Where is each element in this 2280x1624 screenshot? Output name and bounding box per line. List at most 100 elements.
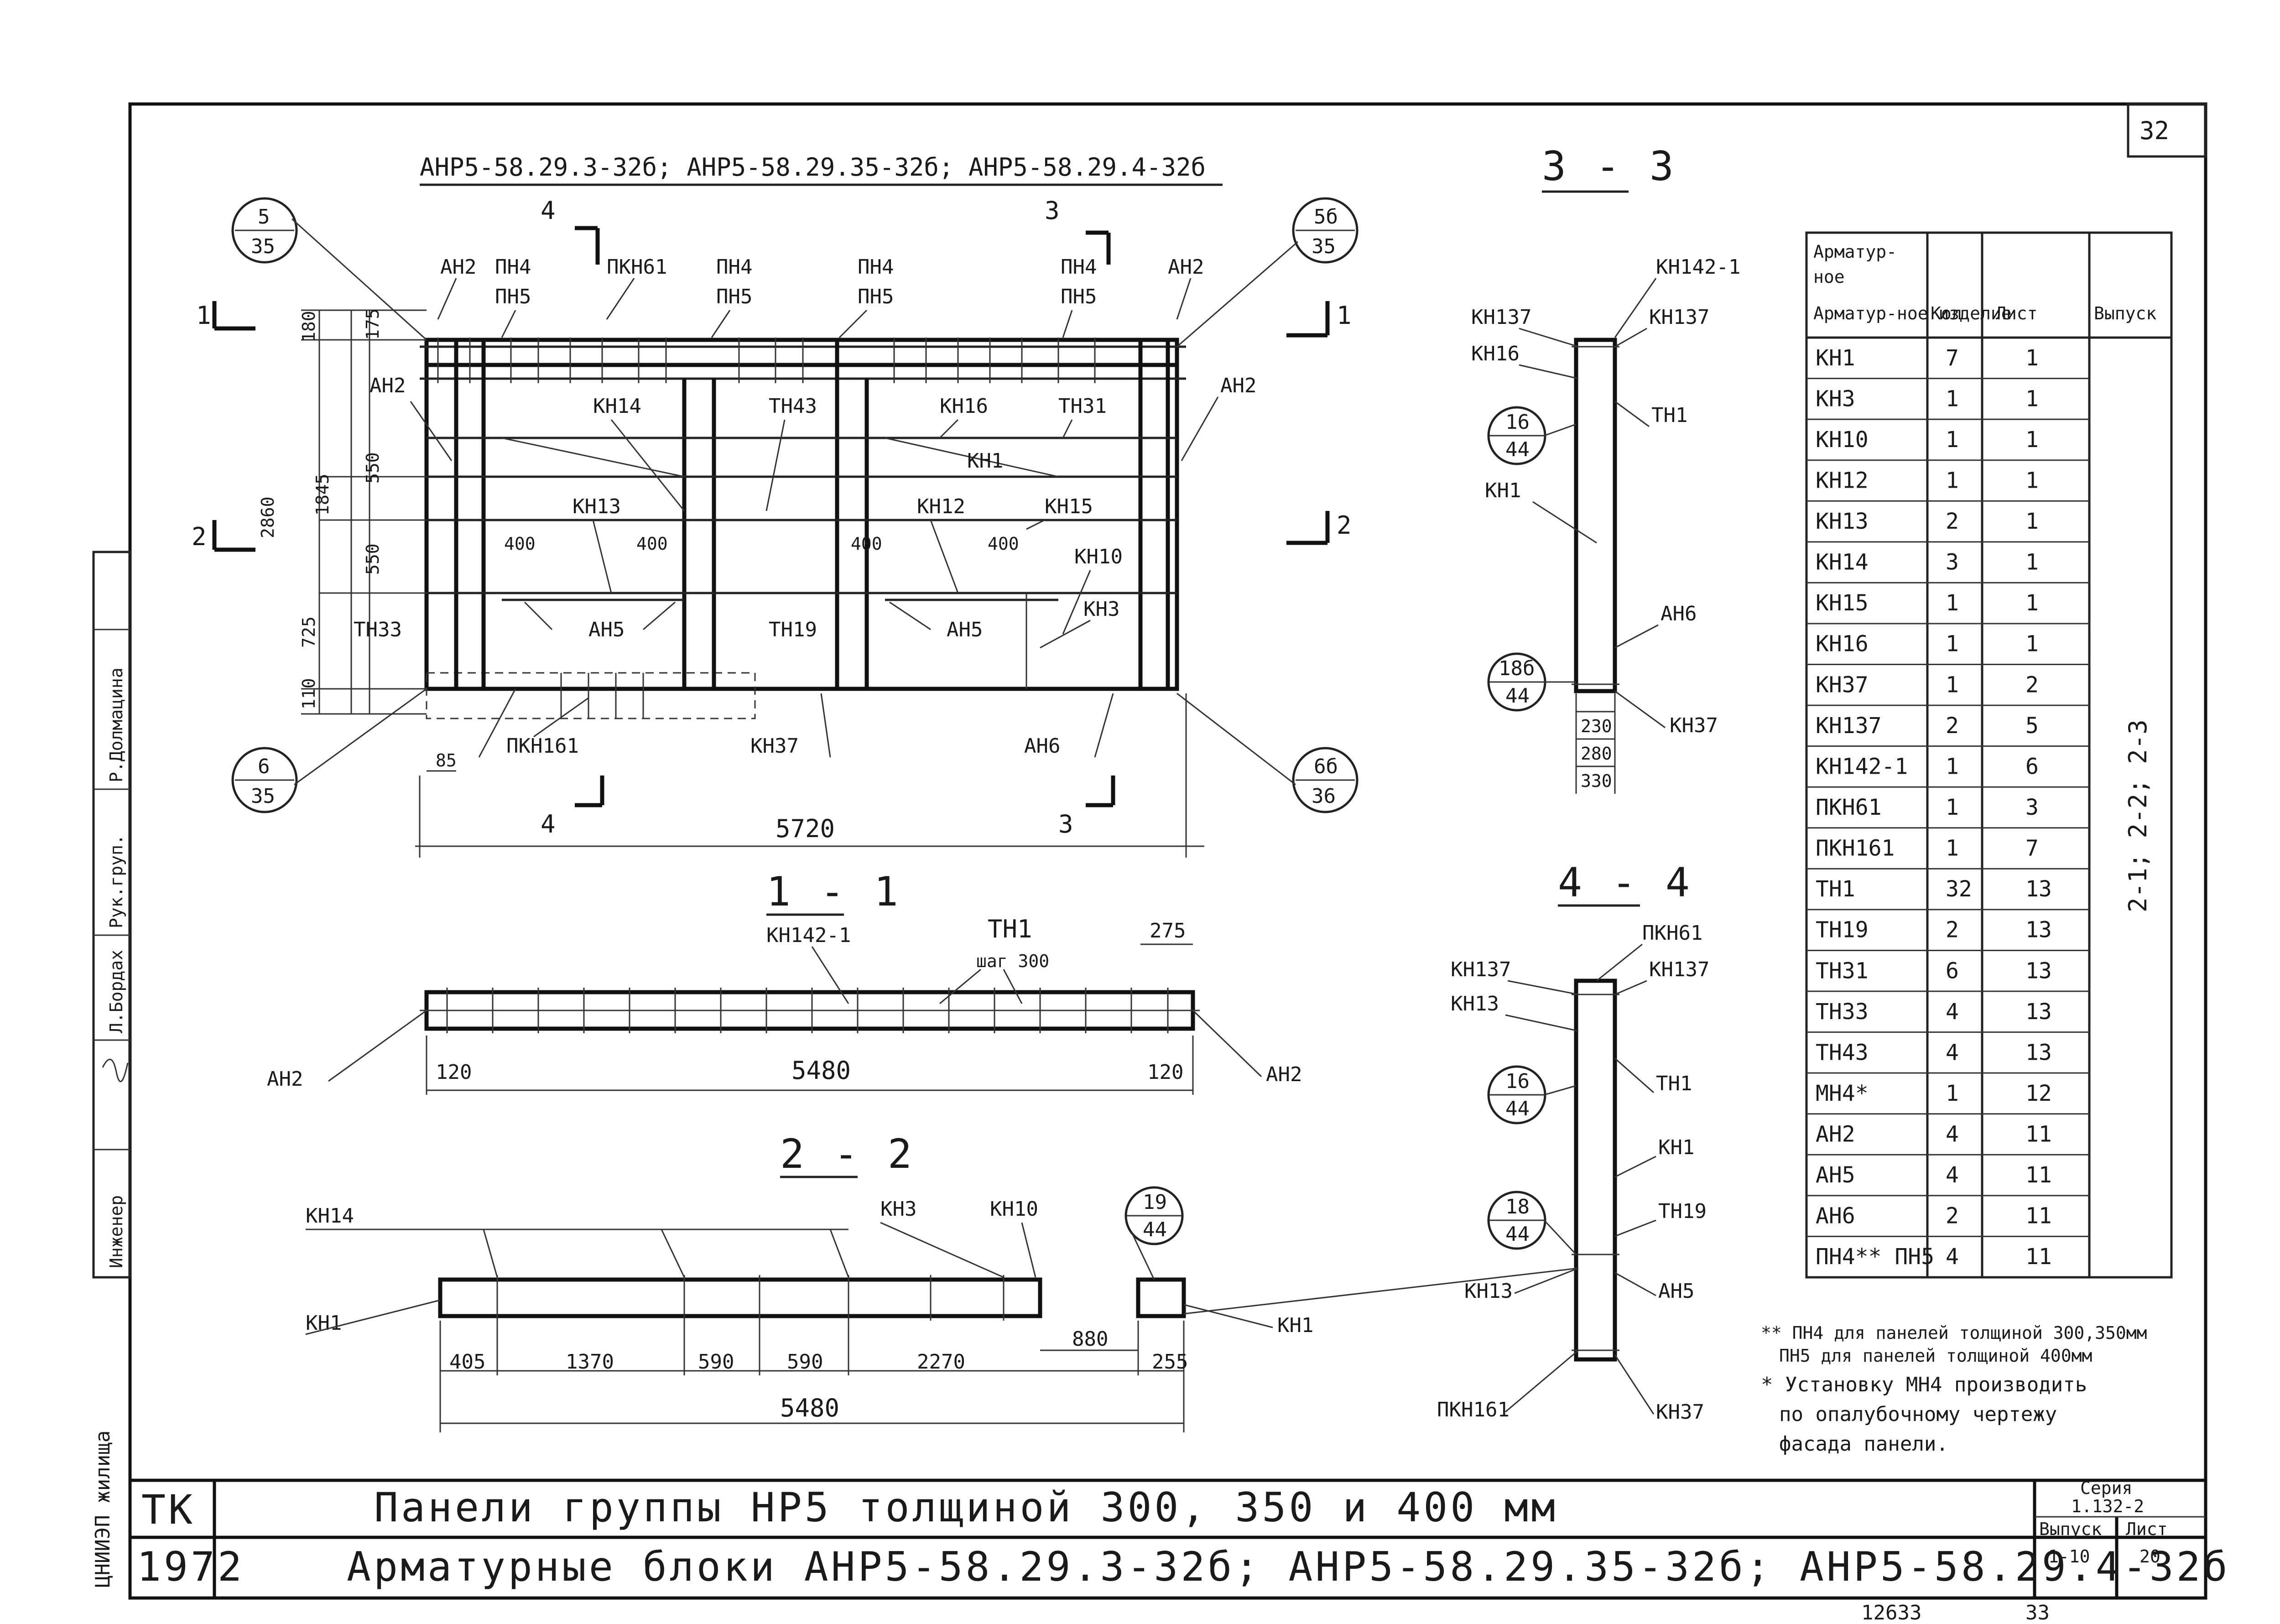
svg-text:44: 44 <box>1505 1223 1530 1246</box>
svg-text:1: 1 <box>196 301 211 330</box>
table-cell-qty: 2 <box>1946 917 1959 943</box>
table-cell-sheet: 1 <box>2025 468 2039 493</box>
svg-text:880: 880 <box>1072 1327 1108 1351</box>
elevation-view <box>420 338 1186 719</box>
table-cell-qty: 1 <box>1946 795 1959 820</box>
dim-550b: 550 <box>363 543 383 575</box>
table-cell-sheet: 7 <box>2025 836 2039 861</box>
note-3: * Установку МН4 производить <box>1761 1373 2087 1396</box>
table-cell-sheet: 1 <box>2025 386 2039 411</box>
table-cell-qty: 1 <box>1946 427 1959 453</box>
th-item-1: Арматур- <box>1813 242 1897 262</box>
dim-400d: 400 <box>988 534 1019 554</box>
tb-line1: Панели группы НР5 толщиной 300, 350 и 40… <box>374 1484 1558 1531</box>
dim-175: 175 <box>363 308 383 340</box>
table-cell-item: ТН1 <box>1816 876 1855 902</box>
table-cell-qty: 1 <box>1946 631 1959 657</box>
section-2-2-drawing: КН14 КН3 КН10 КН1 КН1 880 405 1370 590 5… <box>305 1186 1313 1432</box>
title-block: ТК 1972 Панели группы НР5 толщиной 300, … <box>137 1478 2228 1590</box>
svg-text:590: 590 <box>698 1350 734 1374</box>
svg-text:5: 5 <box>258 205 270 229</box>
table-cell-item: КН3 <box>1816 386 1855 411</box>
svg-text:18: 18 <box>1505 1195 1530 1218</box>
table-cell-sheet: 1 <box>2025 550 2039 575</box>
stamp-name-2: Р.Долмацина <box>106 667 126 782</box>
svg-text:АН2: АН2 <box>1266 1063 1302 1086</box>
label-tn31: ТН31 <box>1058 395 1107 418</box>
table-cell-qty: 1 <box>1946 1081 1959 1106</box>
label-ah2-d: АН2 <box>1220 374 1256 397</box>
dim-550a: 550 <box>363 452 383 484</box>
table-cell-item: ТН19 <box>1816 917 1869 943</box>
svg-text:120: 120 <box>436 1061 472 1084</box>
svg-text:2270: 2270 <box>917 1350 965 1374</box>
th-item-3: Арматур-ное изделие <box>1813 303 2012 323</box>
table-cell-sheet: 11 <box>2025 1203 2052 1229</box>
th-issue: Выпуск <box>2094 303 2156 323</box>
th-item-2: ное <box>1813 267 1845 287</box>
notes: ** ПН4 для панелей толщиной 300,350мм ПН… <box>1761 1323 2147 1456</box>
dim-400c: 400 <box>851 534 882 554</box>
svg-text:КН14: КН14 <box>306 1204 354 1228</box>
table-cell-qty: 2 <box>1946 1203 1959 1229</box>
table-cell-sheet: 2 <box>2025 672 2039 697</box>
note-1: ** ПН4 для панелей толщиной 300,350мм <box>1761 1323 2147 1343</box>
svg-text:590: 590 <box>787 1350 823 1374</box>
table-cell-item: ТН43 <box>1816 1040 1869 1065</box>
tb-code: ТК <box>141 1486 195 1533</box>
callout-5-35: 5 35 <box>231 197 427 341</box>
table-cell-sheet: 1 <box>2025 427 2039 453</box>
callout-5b-35: 5б 35 <box>1176 197 1359 348</box>
svg-text:35: 35 <box>1312 235 1336 258</box>
label-kn13: КН13 <box>573 495 621 518</box>
callout-6b-36: 6б 36 <box>1176 692 1359 813</box>
table-cell-qty: 4 <box>1946 1244 1959 1270</box>
table-cell-qty: 6 <box>1946 958 1959 984</box>
svg-text:КН37: КН37 <box>1656 1400 1704 1424</box>
th-sheet: Лист <box>1996 303 2038 323</box>
svg-text:44: 44 <box>1505 684 1530 708</box>
table-cell-qty: 2 <box>1946 713 1959 739</box>
table-cell-item: КН137 <box>1816 713 1882 739</box>
cut-markers: 1 1 2 2 4 3 4 3 <box>192 196 1352 838</box>
svg-text:36: 36 <box>1312 785 1336 808</box>
svg-text:255: 255 <box>1152 1350 1188 1374</box>
dim-1845: 1845 <box>312 474 333 515</box>
svg-text:19: 19 <box>1143 1191 1167 1214</box>
table-cell-qty: 1 <box>1946 672 1959 697</box>
table-cell-qty: 2 <box>1946 509 1959 534</box>
section-1-1-title: 1 - 1 <box>766 868 901 915</box>
table-cell-item: МН4* <box>1816 1081 1869 1106</box>
svg-text:35: 35 <box>251 235 275 258</box>
dim-400b: 400 <box>636 534 668 554</box>
label-kn15: КН15 <box>1045 495 1093 518</box>
svg-text:ТН1: ТН1 <box>988 915 1032 943</box>
section-4-4-title: 4 - 4 <box>1558 859 1692 906</box>
table-cell-sheet: 11 <box>2025 1162 2052 1188</box>
dim-725: 725 <box>299 616 319 648</box>
svg-text:ТН1: ТН1 <box>1656 1072 1692 1095</box>
tb-seria: 1.132-2 <box>2071 1496 2144 1516</box>
svg-text:18б: 18б <box>1499 657 1535 680</box>
svg-text:1370: 1370 <box>566 1350 614 1374</box>
svg-text:44: 44 <box>1505 438 1530 461</box>
table-cell-qty: 1 <box>1946 836 1959 861</box>
callout-6-35: 6 35 <box>231 688 427 813</box>
table-cell-sheet: 13 <box>2025 917 2052 943</box>
table-cell-item: КН12 <box>1816 468 1869 493</box>
svg-text:ПКН61: ПКН61 <box>1642 921 1702 945</box>
footer-number-1: 12633 <box>1861 1601 1921 1624</box>
svg-text:1: 1 <box>1337 301 1352 330</box>
svg-text:КН16: КН16 <box>1471 342 1520 365</box>
stamp-role-3: Рук.груп. <box>106 834 126 928</box>
label-ph5-a: ПН5 <box>495 285 531 308</box>
label-ph4-a: ПН4 <box>495 255 531 279</box>
svg-text:КН3: КН3 <box>880 1197 916 1221</box>
table-cell-qty: 1 <box>1946 754 1959 779</box>
table-cell-qty: 1 <box>1946 468 1959 493</box>
table-cell-sheet: 1 <box>2025 509 2039 534</box>
svg-text:35: 35 <box>251 785 275 808</box>
svg-text:44: 44 <box>1505 1097 1530 1120</box>
svg-text:КН137: КН137 <box>1649 958 1709 981</box>
